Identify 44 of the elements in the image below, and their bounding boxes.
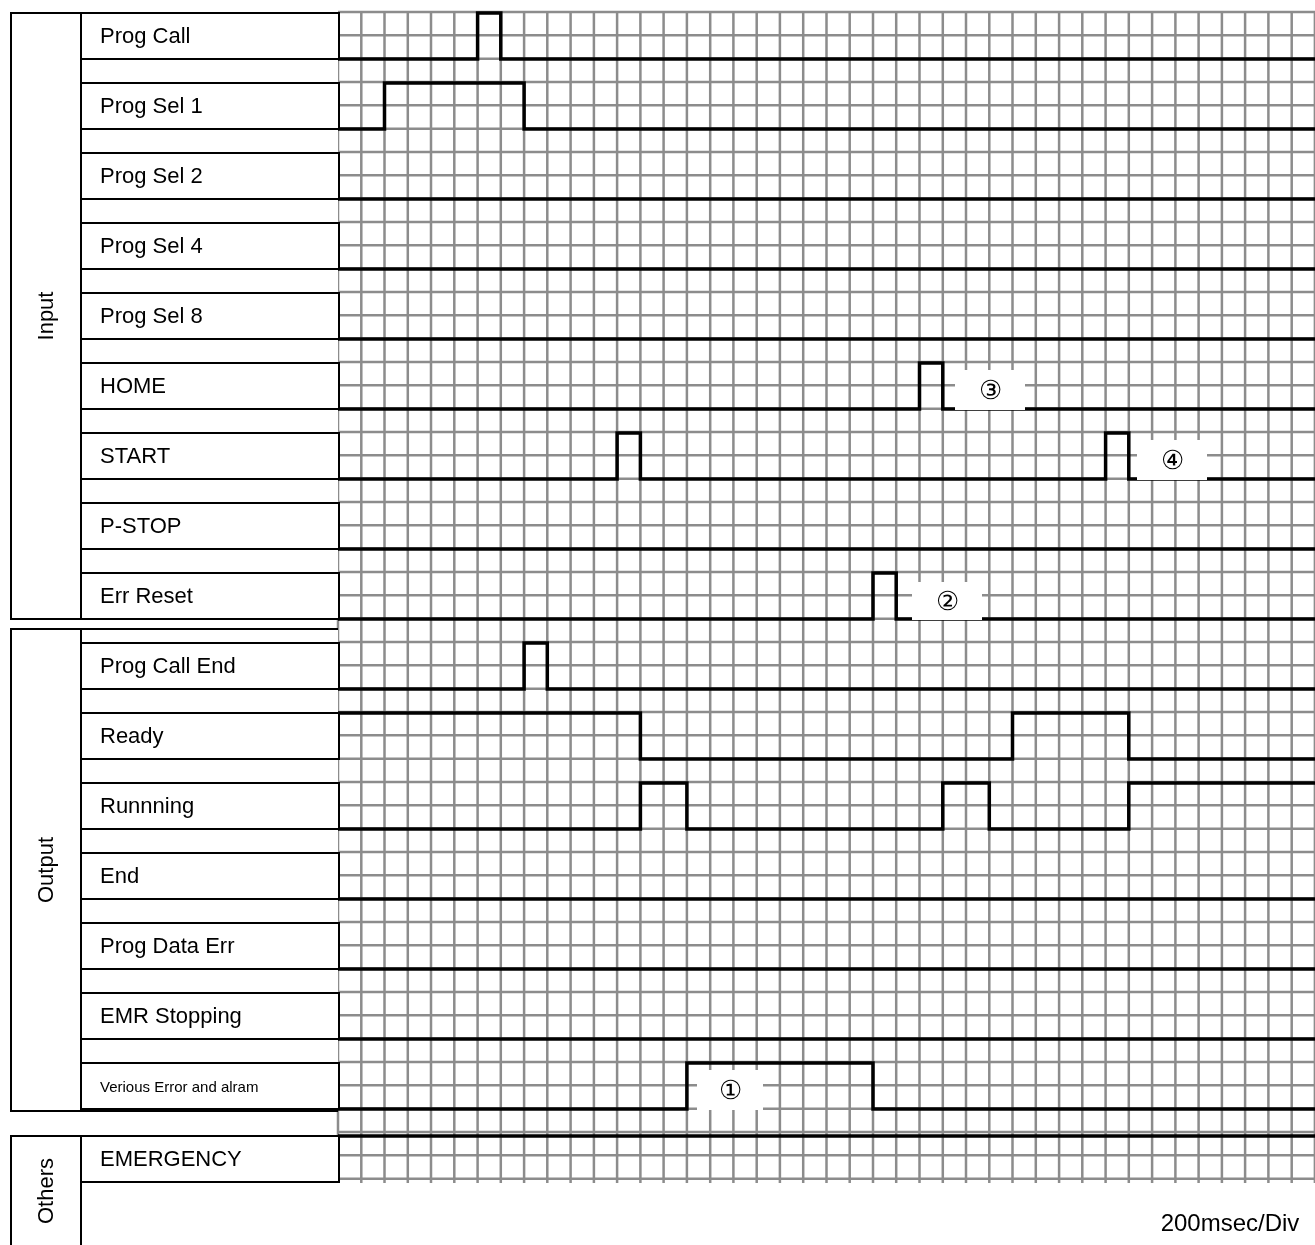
signal-name: EMR Stopping <box>100 1003 242 1029</box>
group-label: Output <box>33 837 59 903</box>
signal-name: Ready <box>100 723 164 749</box>
signal-name: Prog Sel 8 <box>100 303 203 329</box>
signal-box <box>80 362 340 410</box>
signal-box <box>80 222 340 270</box>
signal-name: EMERGENCY <box>100 1146 242 1172</box>
signal-box <box>80 642 340 690</box>
signal-name: Err Reset <box>100 583 193 609</box>
signal-name: P-STOP <box>100 513 182 539</box>
callout-number: ③ <box>955 370 1025 410</box>
signal-box <box>80 82 340 130</box>
signal-box <box>80 432 340 480</box>
group-box <box>10 628 338 1112</box>
signal-name: Prog Sel 4 <box>100 233 203 259</box>
signal-name: Prog Call End <box>100 653 236 679</box>
signal-box <box>80 152 340 200</box>
signal-box <box>80 572 340 620</box>
signal-name: Prog Sel 1 <box>100 93 203 119</box>
signal-box <box>80 712 340 760</box>
signal-box <box>80 922 340 970</box>
signal-box <box>80 782 340 830</box>
callout-number: ② <box>912 582 982 620</box>
signal-name: End <box>100 863 140 889</box>
group-box <box>10 12 338 620</box>
callout-number: ① <box>697 1070 763 1110</box>
signal-box <box>80 292 340 340</box>
signal-box <box>80 502 340 550</box>
signal-box <box>80 1062 340 1110</box>
signal-box <box>80 852 340 900</box>
signal-box <box>80 1135 340 1183</box>
signal-name: Prog Sel 2 <box>100 163 203 189</box>
signal-box <box>80 992 340 1040</box>
signal-name: Verious Error and alram <box>100 1077 259 1095</box>
signal-name: Prog Call <box>100 23 191 49</box>
group-box <box>10 1135 338 1245</box>
callout-number: ④ <box>1137 440 1207 480</box>
signal-name: Runnning <box>100 793 195 819</box>
signal-name: Prog Data Err <box>100 933 235 959</box>
signal-name: HOME <box>100 373 166 399</box>
signal-box <box>80 12 340 60</box>
group-label: Input <box>33 291 59 341</box>
group-label: Others <box>33 1158 59 1224</box>
signal-name: START <box>100 443 171 469</box>
